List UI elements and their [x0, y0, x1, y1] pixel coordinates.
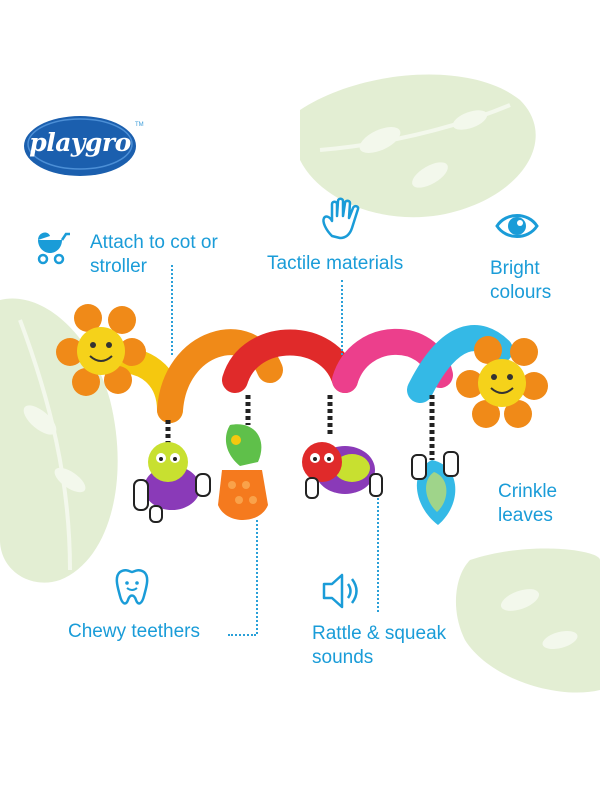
crinkle-leaf-toy [411, 451, 459, 525]
feature-tactile: Tactile materials [267, 253, 404, 274]
feature-attach-line2: stroller [90, 256, 148, 277]
feature-rattle-line1: Rattle & squeak [312, 623, 447, 644]
feature-bright-line2: colours [490, 282, 552, 303]
leader-line-attach [171, 265, 173, 355]
leader-line-rattle [377, 498, 379, 612]
bug-toy-1 [133, 442, 211, 523]
eye-icon [494, 208, 540, 244]
feature-rattle-line2: sounds [312, 647, 374, 668]
hand-icon [318, 196, 362, 242]
left-sunflower [56, 304, 146, 396]
playgro-logo: playgro TM [22, 114, 144, 178]
feature-crinkle-line2: leaves [498, 505, 553, 526]
leader-line-tactile [341, 280, 343, 355]
speaker-icon [320, 570, 366, 612]
leader-line-chewy-h [228, 634, 256, 636]
ladybird-toy [302, 442, 383, 499]
teether-toy [218, 424, 268, 520]
logo-trademark: TM [135, 122, 144, 128]
leader-line-chewy [256, 520, 258, 634]
feature-chewy: Chewy teethers [68, 621, 201, 642]
feature-bright-line1: Bright [490, 258, 540, 279]
tooth-icon [112, 566, 152, 608]
pram-icon [32, 226, 72, 266]
right-sunflower [456, 336, 548, 428]
logo-text: playgro [29, 128, 131, 157]
feature-attach-line1: Attach to cot or [90, 232, 218, 253]
feature-crinkle-line1: Crinkle [498, 481, 558, 502]
logo-badge [24, 116, 136, 176]
